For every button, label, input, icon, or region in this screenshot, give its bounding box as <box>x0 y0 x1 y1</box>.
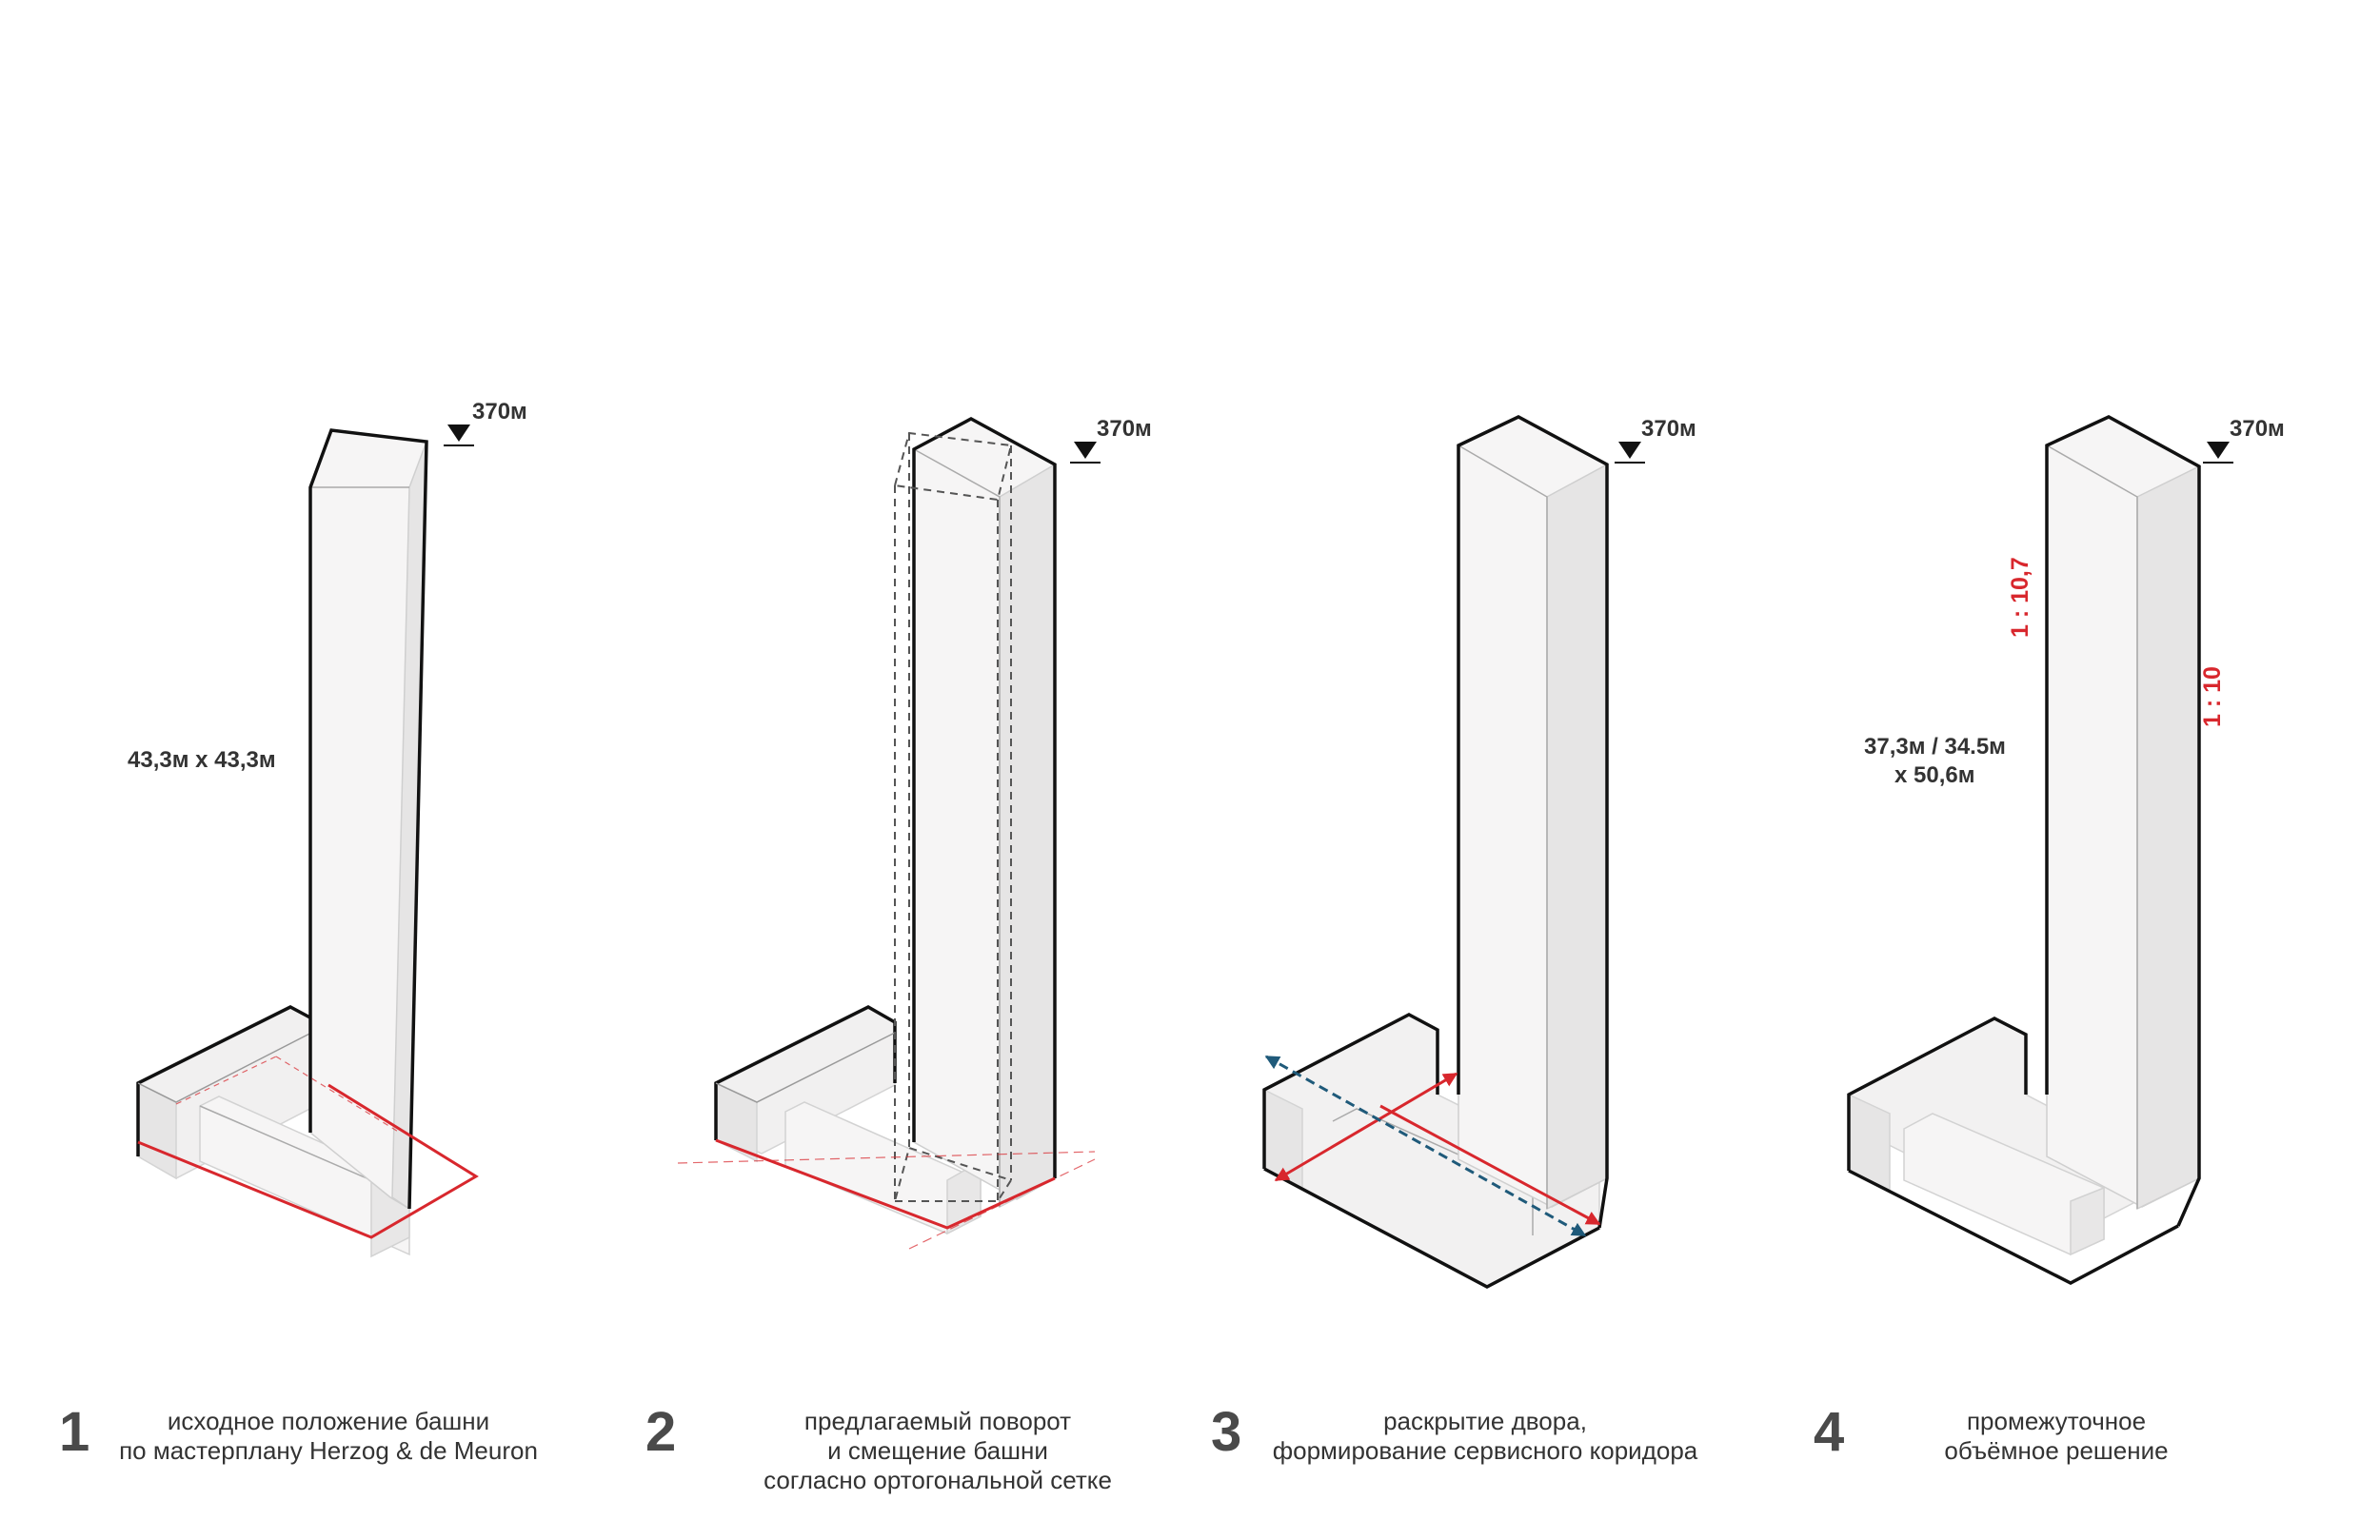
step-number-2: 2 <box>645 1401 677 1463</box>
step-caption-4: промежуточное объёмное решение <box>1914 1407 2199 1466</box>
proportion-label-left: 1 : 10,7 <box>2007 557 2033 638</box>
caption-line: исходное положение башни <box>167 1407 490 1435</box>
dimension-label-1: 43,3м x 43,3м <box>128 747 276 773</box>
corridor-arrows <box>1264 1055 1601 1237</box>
diagram-3: 370м <box>1262 415 1696 1289</box>
step-number-4: 4 <box>1814 1401 1845 1463</box>
caption-line: объёмное решение <box>1944 1436 2169 1465</box>
dimension-label-4a: 37,3м / 34.5м <box>1864 734 2006 760</box>
elevation-label-1: 370м <box>472 399 527 424</box>
proportion-label-right: 1 : 10 <box>2199 666 2226 727</box>
red-footprint <box>137 1056 479 1239</box>
step-number-3: 3 <box>1211 1401 1242 1463</box>
elevation-marker-3: 370м <box>1615 416 1696 464</box>
tower <box>1457 415 1609 1229</box>
step-number-1: 1 <box>59 1401 90 1463</box>
step-caption-2: предлагаемый поворот и смещение башни со… <box>738 1407 1138 1495</box>
caption-line: по мастерплану Herzog & de Meuron <box>119 1436 538 1465</box>
elevation-marker-4: 370м <box>2203 416 2285 464</box>
elevation-label-4: 370м <box>2230 416 2285 442</box>
caption-line: и смещение башни <box>827 1436 1048 1465</box>
caption-line: промежуточное <box>1966 1407 2147 1435</box>
tower <box>308 428 428 1211</box>
podium-block <box>136 1005 410 1258</box>
elevation-marker-1: 370м <box>444 399 527 446</box>
red-footprint <box>677 1138 1096 1250</box>
caption-line: раскрытие двора, <box>1383 1407 1587 1435</box>
podium-block <box>714 1005 982 1235</box>
step-caption-1: исходное положение башни по мастерплану … <box>114 1407 543 1466</box>
tower <box>2045 415 2201 1227</box>
elevation-label-2: 370м <box>1097 416 1152 442</box>
diagram-4: 370м 37,3м / 34.5м x 50,6м 1 : 10,7 1 : … <box>1847 415 2285 1285</box>
elevation-label-3: 370м <box>1641 416 1696 442</box>
dimension-label-4b: x 50,6м <box>1894 762 1974 788</box>
diagram-1: 370м 43,3м x 43,3м <box>128 399 527 1258</box>
step-caption-3: раскрытие двора, формирование сервисного… <box>1266 1407 1704 1466</box>
caption-line: согласно ортогональной сетке <box>764 1466 1112 1494</box>
diagram-2: 370м <box>677 416 1152 1250</box>
elevation-marker-2: 370м <box>1070 416 1152 464</box>
podium-block <box>1847 1017 2179 1285</box>
ghost-original-tower <box>893 431 1013 1202</box>
tower <box>912 417 1057 1209</box>
caption-line: предлагаемый поворот <box>803 1407 1072 1435</box>
caption-line: формирование сервисного коридора <box>1272 1436 1698 1465</box>
